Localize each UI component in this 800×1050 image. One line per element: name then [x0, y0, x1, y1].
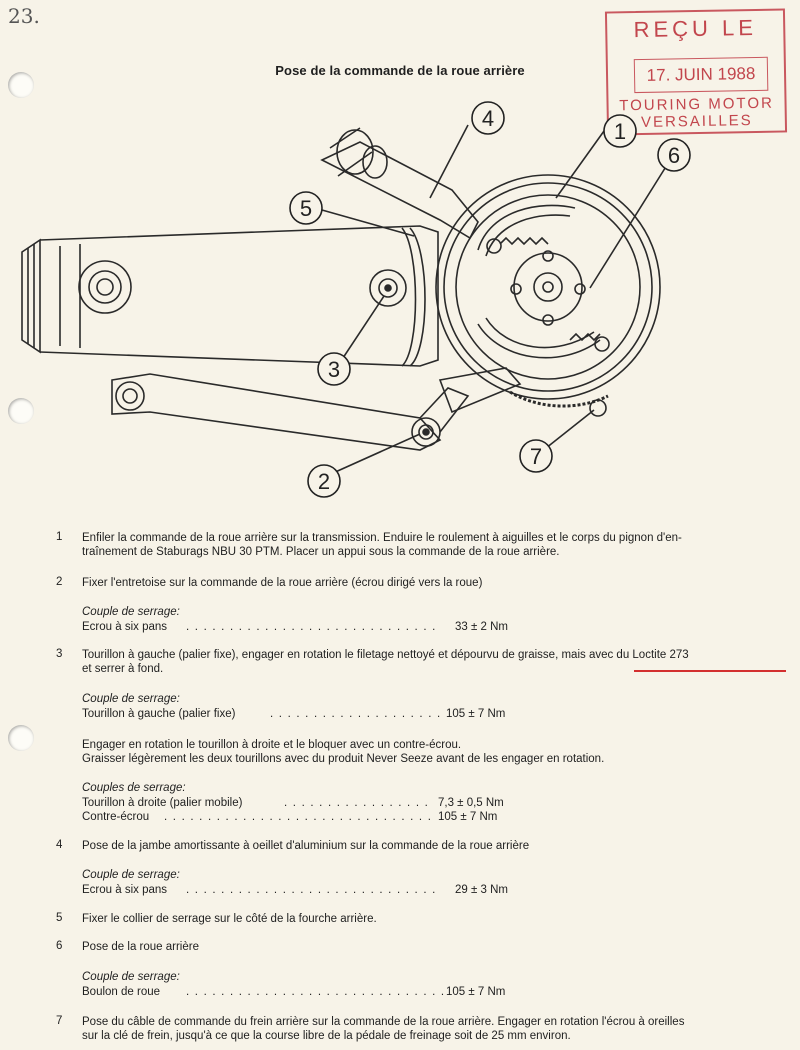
torque-dots: . . . . . . . . . . . . . . . . . . . . … [186, 986, 446, 998]
torque-dots: . . . . . . . . . . . . . . . . . . . . … [164, 811, 433, 823]
torque-heading: Couples de serrage: [82, 782, 186, 794]
torque-item: Ecrou à six pans [82, 884, 168, 896]
step-number: 6 [56, 940, 63, 952]
torque-value: 7,3 ± 0,5 Nm [438, 797, 504, 809]
callout-5: 5 [300, 196, 312, 221]
torque-value: 105 ± 7 Nm [446, 986, 506, 998]
step-number: 1 [56, 531, 63, 543]
rear-wheel-drive-diagram: 4 1 6 5 3 2 7 [21, 101, 691, 498]
callout-4: 4 [482, 106, 494, 131]
step-text: Enfiler la commande de la roue arrière s… [82, 532, 682, 544]
torque-dots: . . . . . . . . . . . . . . . . . . . . … [186, 621, 437, 633]
callout-7: 7 [530, 444, 542, 469]
step-text: Fixer l'entretoise sur la commande de la… [82, 577, 483, 589]
punch-hole [8, 72, 34, 98]
step-number: 2 [56, 576, 63, 588]
torque-item: Tourillon à gauche (palier fixe) [82, 708, 236, 720]
torque-value: 33 ± 2 Nm [455, 621, 508, 633]
page-number: 23. [8, 4, 40, 28]
torque-value: 105 ± 7 Nm [446, 708, 506, 720]
step-text: et serrer à fond. [82, 663, 164, 675]
torque-value: 105 ± 7 Nm [438, 811, 498, 823]
torque-dots: . . . . . . . . . . . . . . . . . [284, 797, 430, 809]
step-text: Fixer le collier de serrage sur le côté … [82, 913, 377, 925]
page-title: Pose de la commande de la roue arrière [275, 63, 525, 78]
punch-hole [8, 398, 34, 424]
stamp-date: 17. JUIN 1988 [633, 56, 769, 94]
step-text: traînement de Staburags NBU 30 PTM. Plac… [82, 546, 560, 558]
torque-dots: . . . . . . . . . . . . . . . . . . . . … [186, 884, 437, 896]
callout-2: 2 [318, 469, 330, 494]
callout-1: 1 [614, 119, 626, 144]
torque-heading: Couple de serrage: [82, 869, 180, 881]
step-number: 3 [56, 648, 63, 660]
torque-item: Contre-écrou [82, 811, 150, 823]
step-number: 7 [56, 1015, 63, 1027]
torque-heading: Couple de serrage: [82, 606, 180, 618]
torque-dots: . . . . . . . . . . . . . . . . . . . . [270, 708, 442, 720]
torque-heading: Couple de serrage: [82, 971, 180, 983]
callout-6: 6 [668, 143, 680, 168]
step-text: sur la clé de frein, jusqu'à ce que la c… [82, 1030, 571, 1042]
torque-item: Boulon de roue [82, 986, 161, 998]
step-text: Pose de la jambe amortissante à oeillet … [82, 840, 530, 852]
torque-value: 29 ± 3 Nm [455, 884, 508, 896]
punch-hole [8, 725, 34, 751]
step-paragraph: Engager en rotation le tourillon à droit… [82, 739, 462, 751]
red-underline-mark [634, 670, 786, 672]
step-text: Pose du câble de commande du frein arriè… [82, 1016, 685, 1028]
step-text: Pose de la roue arrière [82, 941, 199, 953]
stamp-line-1: REÇU LE [633, 14, 758, 43]
step-number: 4 [56, 839, 63, 851]
step-text: Tourillon à gauche (palier fixe), engage… [82, 649, 689, 661]
torque-item: Ecrou à six pans [82, 621, 168, 633]
step-paragraph: Graisser légèrement les deux tourillons … [82, 753, 605, 765]
step-number: 5 [56, 912, 63, 924]
callout-3: 3 [328, 357, 340, 382]
torque-item: Tourillon à droite (palier mobile) [82, 797, 243, 809]
torque-heading: Couple de serrage: [82, 693, 180, 705]
